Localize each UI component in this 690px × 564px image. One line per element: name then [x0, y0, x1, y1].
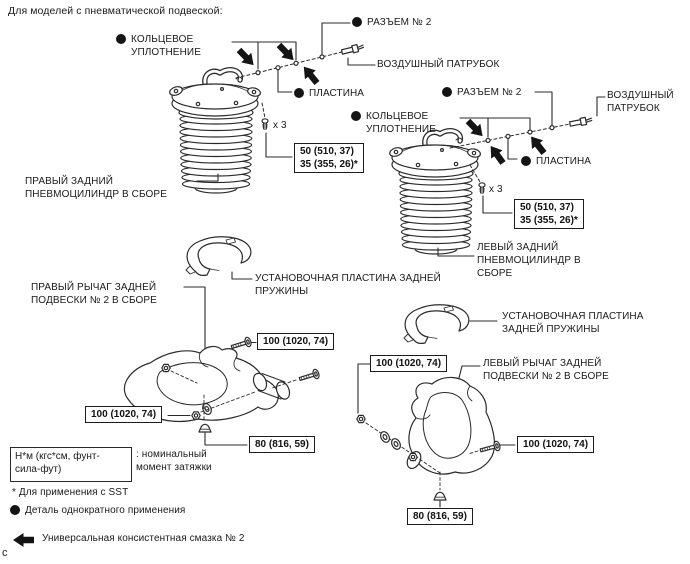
torque-box-left-arm-bottom: 80 (816, 59) [407, 508, 473, 525]
torque-box-left-cyl: 50 (510, 37) 35 (355, 26)* [514, 199, 584, 229]
single-use-dot-icon [10, 505, 20, 515]
label-bolt-count-left-cyl: x 3 [489, 184, 503, 195]
grease-arrow-icon [12, 532, 35, 548]
grease-note: Универсальная консистентная смазка № 2 [42, 533, 245, 544]
single-use-dot-icon [351, 111, 361, 121]
page-note: Для моделей с пневматической подвеской: [8, 5, 223, 17]
arm-right-bolt [297, 367, 321, 385]
seal-arrow-icon [233, 44, 260, 71]
single-use-dot-icon [521, 156, 531, 166]
right-arm-drawing [123, 286, 321, 446]
single-use-dot-icon [294, 88, 304, 98]
label-air-tube-right-cyl: ВОЗДУШНЫЙ ПАТРУБОК [377, 59, 500, 70]
label-connector2-left-cyl: РАЗЪЕМ № 2 [442, 86, 521, 99]
arm-bottom-bolt [433, 491, 447, 501]
torque-box-right-arm-bottom: 80 (816, 59) [249, 436, 315, 453]
page-marker: c [2, 547, 8, 559]
label-air-tube-left-cyl: ВОЗДУШНЫЙ ПАТРУБОК [607, 90, 674, 114]
torque-box-right-arm-left: 100 (1020, 74) [85, 406, 163, 423]
spring-plate-drawing-right [185, 236, 253, 280]
label-right-rear-cylinder-name: ПРАВЫЙ ЗАДНИЙ ПНЕВМОЦИЛИНДР В СБОРЕ [25, 176, 167, 200]
arm-upper-nut [161, 363, 171, 373]
plate-arrow-icon [297, 61, 324, 89]
single-use-dot-icon [352, 17, 362, 27]
label-right-arm-name: ПРАВЫЙ РЫЧАГ ЗАДНЕЙ ПОДВЕСКИ № 2 В СБОРЕ [31, 282, 157, 306]
torque-box-left-arm-left: 100 (1020, 74) [370, 355, 448, 372]
left-arm-drawing [356, 363, 516, 508]
seal-arrow-icon [484, 141, 510, 168]
left-rear-cylinder-drawing [389, 131, 482, 256]
torque-box-right-cyl: 50 (510, 37) 35 (355, 26)* [294, 143, 364, 173]
air-line-left-cylinder [449, 115, 593, 149]
label-ring-seal-right-cyl: КОЛЬЦЕВОЕ УПЛОТНЕНИЕ [116, 33, 201, 59]
bolt-x3-icon-right [478, 182, 486, 194]
plate-arrow-icon [524, 131, 551, 158]
label-bolt-count-right-cyl: x 3 [273, 120, 287, 131]
torque-unit-box: Н*м (кгс*см, фунт- сила-фут) [10, 447, 132, 482]
arm-left-nut [356, 414, 366, 424]
single-use-dot-icon [442, 87, 452, 97]
seal-arrow-icon [462, 115, 489, 142]
label-left-rear-cylinder-name: ЛЕВЫЙ ЗАДНИЙ ПНЕВМОЦИЛИНДР В СБОРЕ [477, 242, 581, 279]
label-left-arm-name: ЛЕВЫЙ РЫЧАГ ЗАДНЕЙ ПОДВЕСКИ № 2 В СБОРЕ [483, 358, 609, 382]
arm-washer [389, 436, 403, 452]
sst-note: * Для применения с SST [12, 487, 129, 498]
single-use-dot-icon [116, 34, 126, 44]
arm-left-nut [191, 411, 201, 420]
leader-lines-left-group [231, 22, 376, 158]
air-tube-fitting [568, 115, 593, 129]
spring-plate-drawing-left [403, 304, 498, 344]
torque-box-right-arm-top: 100 (1020, 74) [257, 333, 335, 350]
label-connector2-right-cyl: РАЗЪЕМ № 2 [352, 16, 431, 29]
arm-washer [378, 429, 392, 445]
single-use-note: Деталь однократного применения [10, 504, 185, 517]
right-rear-cylinder-drawing [169, 70, 262, 193]
label-spring-plate-left: УСТАНОВОЧНАЯ ПЛАСТИНА ЗАДНЕЙ ПРУЖИНЫ [502, 311, 644, 335]
label-plate-left-cyl: ПЛАСТИНА [521, 155, 591, 168]
torque-unit-description: : номинальный момент затяжки [136, 449, 212, 473]
arm-bottom-bolt [198, 423, 212, 433]
bolt-x3-icon-left [261, 118, 269, 130]
air-tube-fitting [340, 42, 365, 57]
leader-lines-right-group [459, 91, 606, 214]
label-spring-plate-right: УСТАНОВОЧНАЯ ПЛАСТИНА ЗАДНЕЙ ПРУЖИНЫ [255, 273, 441, 297]
torque-box-left-arm-right: 100 (1020, 74) [517, 436, 595, 453]
label-plate-right-cyl: ПЛАСТИНА [294, 87, 364, 100]
label-ring-seal-left-cyl: КОЛЬЦЕВОЕ УПЛОТНЕНИЕ [351, 110, 436, 136]
arm-small-nut [408, 452, 418, 462]
air-line-right-cylinder [235, 42, 365, 79]
